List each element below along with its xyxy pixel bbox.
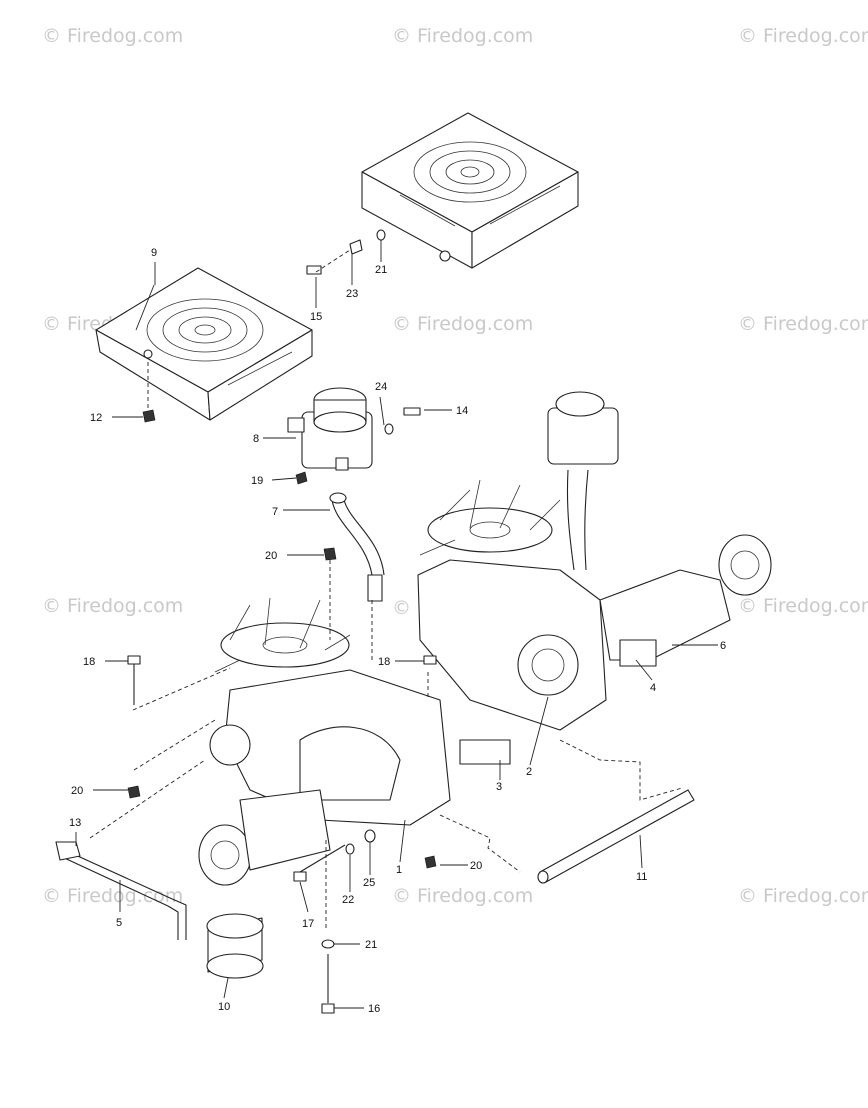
callout-label: 21 [365, 939, 377, 951]
callout-label: 6 [720, 640, 726, 652]
callout-label: 10 [218, 1001, 230, 1013]
callout-label: 3 [496, 781, 502, 793]
callout-label: 21 [375, 264, 387, 276]
callout-label: 15 [310, 311, 322, 323]
oil-reservoir-left [287, 387, 373, 471]
callout-label: 20 [470, 860, 482, 872]
callout-label: 14 [456, 405, 468, 417]
breather-tube [55, 841, 187, 940]
callout-label: 16 [368, 1003, 380, 1015]
transaxle-left [198, 597, 511, 886]
callout-label: 9 [151, 247, 157, 259]
callout-label: 25 [363, 877, 375, 889]
leader-lines [75, 240, 718, 1009]
callout-label: 8 [253, 433, 259, 445]
tube [537, 789, 695, 884]
watermark: © Firedog.com [42, 595, 183, 617]
callout-label: 11 [636, 871, 647, 883]
callout-label: 22 [342, 894, 354, 906]
callout-label: 17 [302, 918, 314, 930]
callout-label: 23 [346, 288, 358, 300]
callout-label: 5 [116, 917, 122, 929]
fan-guard-left [95, 267, 313, 421]
callout-label: 20 [265, 550, 277, 562]
hose [329, 492, 385, 602]
transaxle-right [417, 391, 772, 731]
watermark: © Firedog.com [738, 595, 868, 617]
callout-label: 7 [272, 506, 278, 518]
callout-label: 13 [69, 817, 81, 829]
callout-label: 1 [396, 864, 402, 876]
watermark: © Firedog.com [392, 25, 533, 47]
callout-label: 18 [378, 656, 390, 668]
watermark: © Firedog.com [392, 885, 533, 907]
callout-label: 20 [71, 785, 83, 797]
callout-label: 24 [375, 381, 387, 393]
fan-guard-right [361, 112, 579, 269]
watermark: © Firedog.com [392, 313, 533, 335]
callout-label: 18 [83, 656, 95, 668]
watermark: © Firedog.com [738, 885, 868, 907]
callout-label: 19 [251, 475, 263, 487]
watermark: © Firedog.com [738, 25, 868, 47]
oil-filter [206, 913, 264, 979]
callout-label: 12 [90, 412, 102, 424]
fasteners [127, 229, 437, 1014]
callout-labels: 9 12 8 19 7 20 18 18 20 20 14 24 15 23 2… [69, 247, 726, 1015]
watermark: © Firedog.com [42, 25, 183, 47]
callout-label: 2 [526, 766, 532, 778]
watermark: © Firedog.com [42, 885, 183, 907]
callout-label: 4 [650, 682, 656, 694]
watermark: © Firedog.com [738, 313, 868, 335]
